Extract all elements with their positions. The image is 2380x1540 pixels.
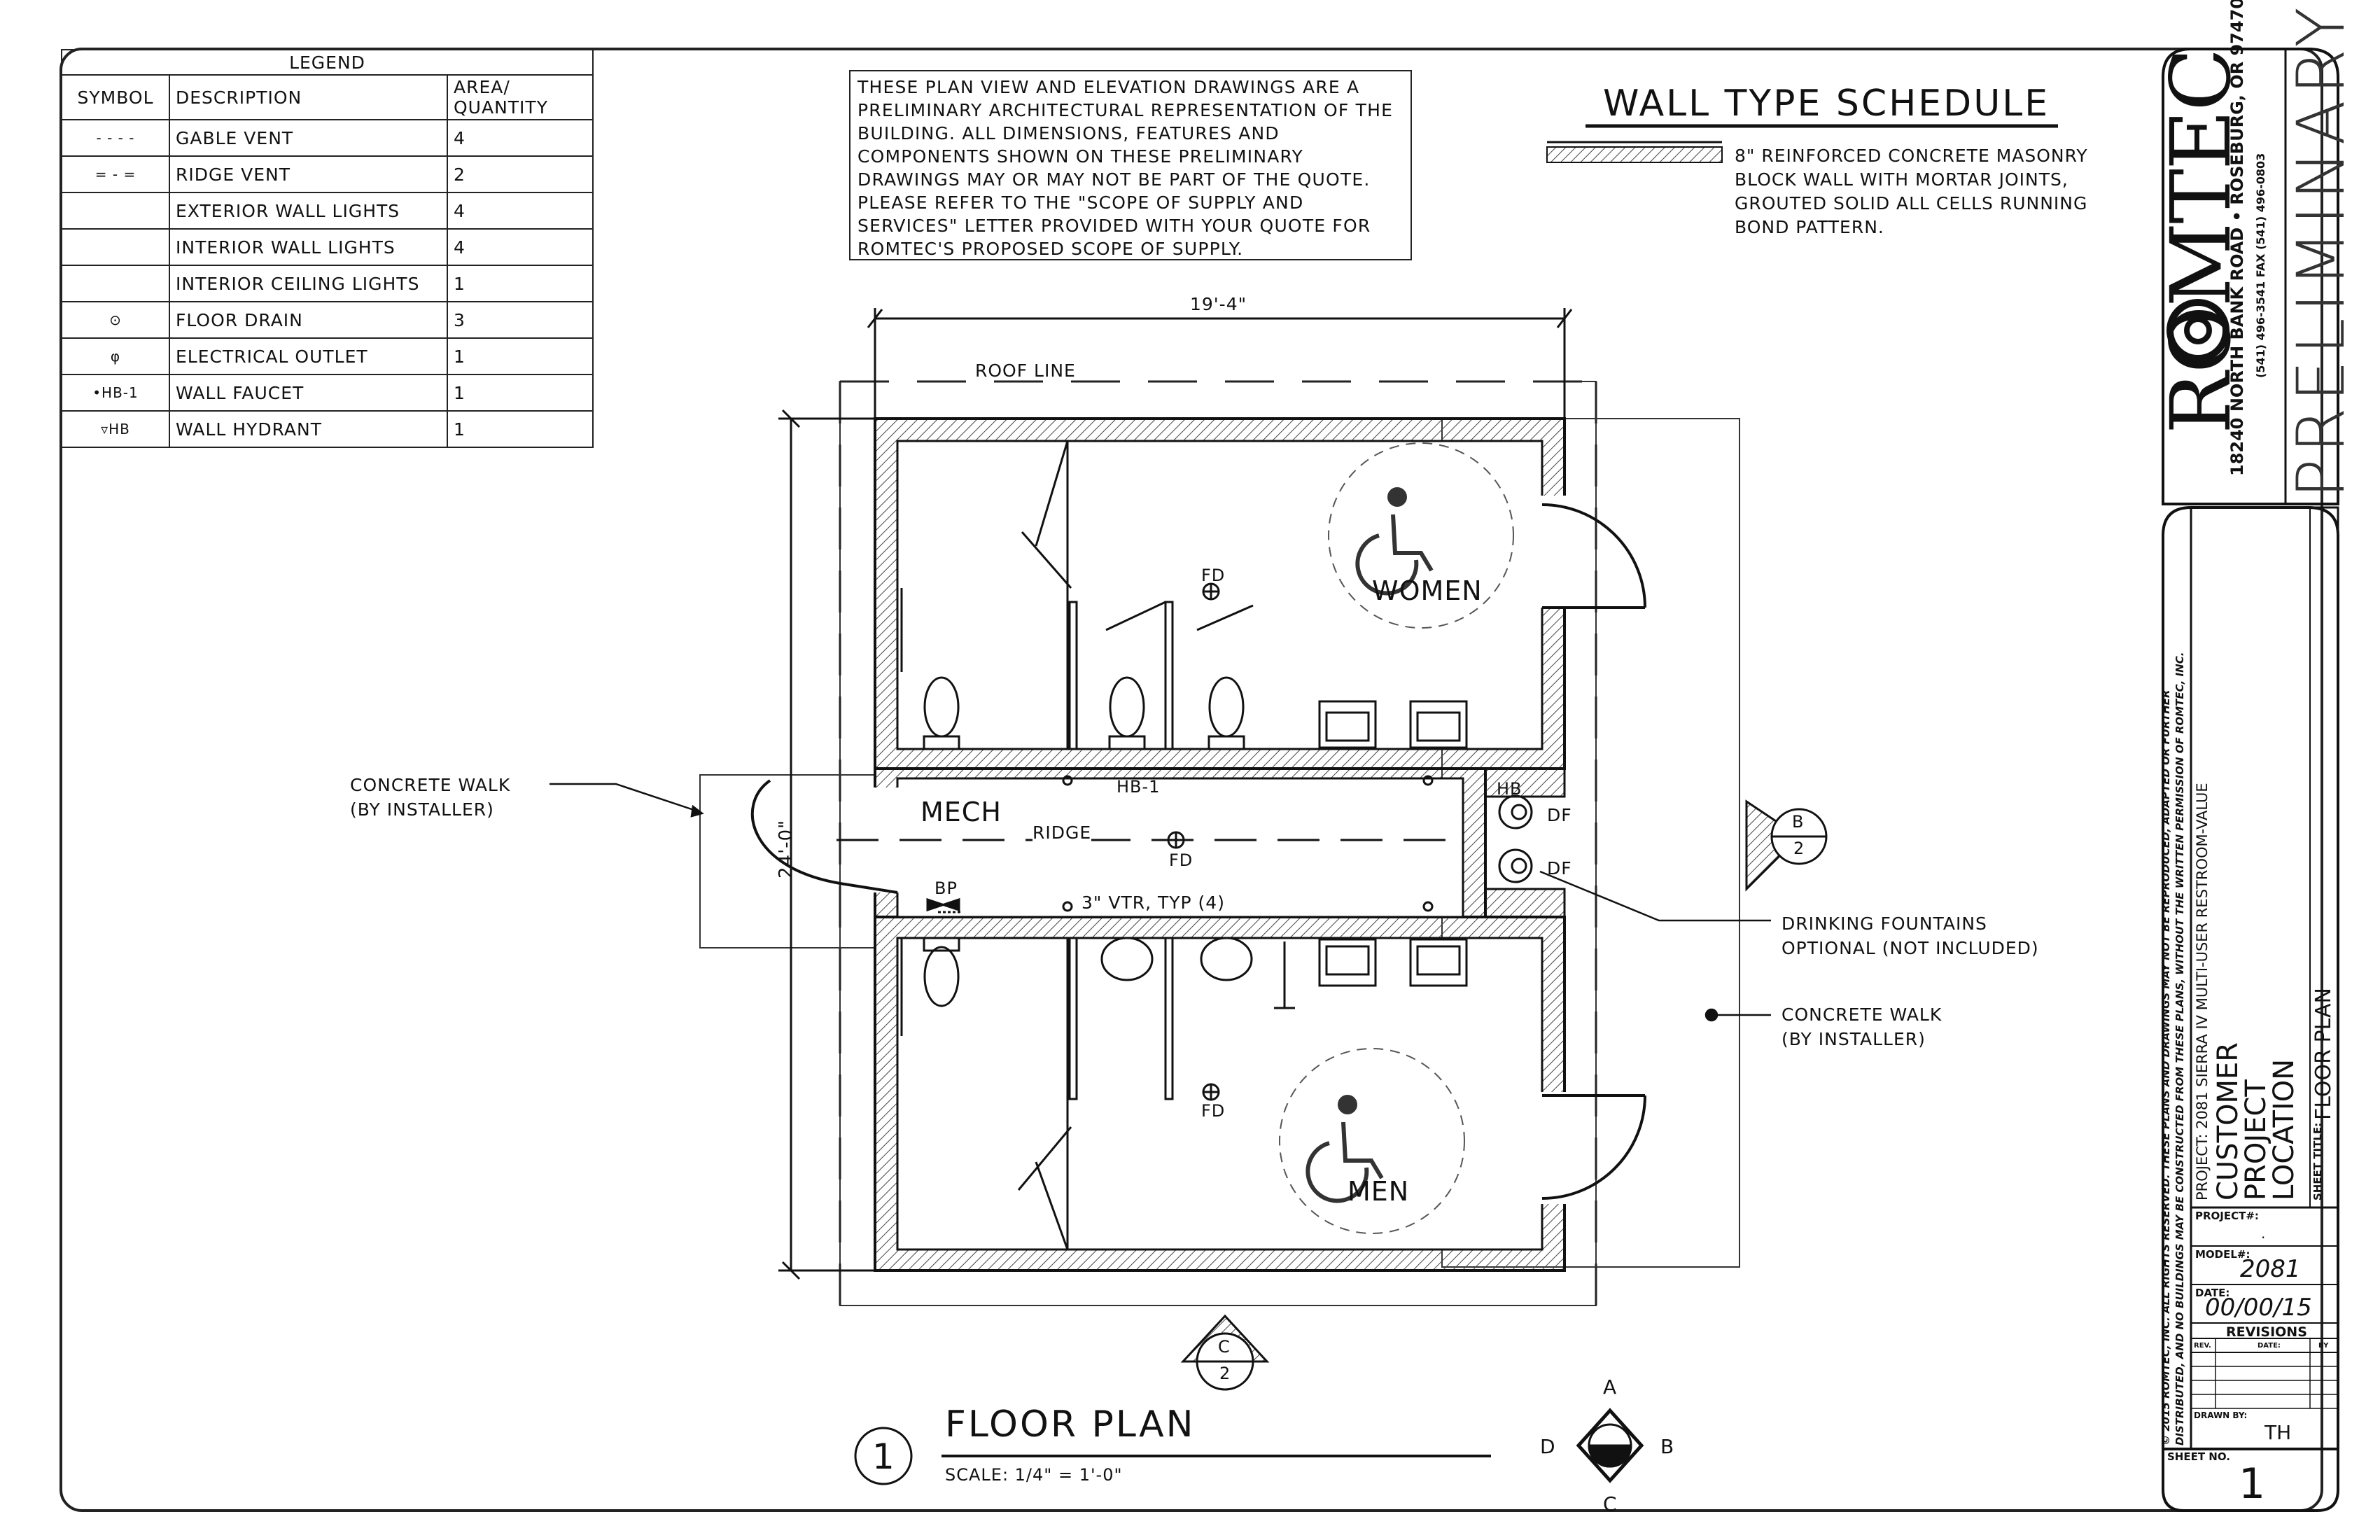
- sheet-title-label: SHEET TITLE:: [2311, 1122, 2324, 1200]
- section-marker-c: [1180, 1314, 1270, 1391]
- wall-faucet-label: HB-1: [1116, 777, 1161, 797]
- women-label: WOMEN: [1372, 575, 1483, 606]
- dimension-width: 19'-4": [1190, 294, 1247, 314]
- leader-lines: [550, 783, 1771, 1022]
- title-block-frame: [2162, 48, 2339, 1512]
- drinking-fountains-note-2: OPTIONAL (NOT INCLUDED): [1782, 938, 2039, 958]
- legend-table: LEGEND SYMBOL DESCRIPTION AREA/ QUANTITY…: [61, 49, 594, 448]
- compass-c: C: [1603, 1492, 1617, 1516]
- legend-header-symbol: SYMBOL: [61, 74, 170, 120]
- sheet-title: FLOOR PLAN: [2311, 988, 2336, 1120]
- preliminary-note: THESE PLAN VIEW AND ELEVATION DRAWINGS A…: [849, 70, 1412, 260]
- drinking-fountain-label-2: DF: [1547, 858, 1572, 878]
- mech-details: [836, 775, 1533, 913]
- wall-schedule-line-3: GROUTED SOLID ALL CELLS RUNNING: [1735, 193, 2088, 214]
- project-number-label: PROJECT#:: [2195, 1210, 2259, 1222]
- drawing-title: FLOOR PLAN: [945, 1404, 1196, 1446]
- hydrant-label: HB: [1497, 779, 1522, 799]
- drawing-scale: SCALE: 1/4" = 1'-0": [945, 1465, 1123, 1485]
- building-walls: [872, 417, 1568, 1272]
- revisions-header: REVISIONS: [2226, 1324, 2307, 1340]
- compass-d: D: [1540, 1435, 1555, 1458]
- revision-col-date: DATE:: [2258, 1342, 2281, 1350]
- section-marker-b: [1745, 799, 1828, 892]
- doors: [750, 503, 1646, 1200]
- floor-drain-label-men: FD: [1201, 1101, 1226, 1121]
- concrete-walk-left-label-2: (BY INSTALLER): [350, 799, 494, 820]
- revision-col-rev: REV.: [2194, 1342, 2211, 1350]
- roof-line-label: ROOF LINE: [975, 360, 1076, 381]
- legend-header-quantity: AREA/ QUANTITY: [447, 74, 594, 120]
- compass-icon: [1576, 1408, 1644, 1483]
- accessibility-circles: [1279, 442, 1514, 1234]
- wall-schedule-title: WALL TYPE SCHEDULE: [1603, 83, 2050, 125]
- preliminary-stamp: PRELIMINARY: [2283, 1, 2360, 498]
- legend-title: LEGEND: [61, 49, 594, 76]
- revision-col-by: BY: [2318, 1342, 2329, 1350]
- concrete-walk-right-label-2: (BY INSTALLER): [1782, 1029, 1926, 1049]
- copyright-line-2: DISTRIBUTED, AND NO BUILDINGS MAY BE CON…: [2174, 652, 2186, 1446]
- section-b-sheet: 2: [1793, 839, 1805, 858]
- ridge-label: RIDGE: [1032, 822, 1092, 843]
- sheet-border: [59, 48, 2323, 1512]
- drawn-by-label: DRAWN BY:: [2194, 1410, 2248, 1420]
- project-line: PROJECT: 2081 SIERRA IV MULTI-USER RESTR…: [2194, 783, 2211, 1200]
- location-label: LOCATION: [2268, 1058, 2300, 1200]
- vtr-label: 3" VTR, TYP (4): [1082, 892, 1225, 913]
- section-b-letter: B: [1792, 812, 1805, 832]
- wall-schedule-line-1: 8" REINFORCED CONCRETE MASONRY: [1735, 146, 2088, 166]
- sheet-number-label: SHEET NO.: [2167, 1450, 2230, 1463]
- legend-header-description: DESCRIPTION: [169, 74, 448, 120]
- backflow-label: BP: [934, 878, 958, 898]
- company-address: 18240 NORTH BANK ROAD • ROSEBURG, OR 974…: [2227, 0, 2247, 476]
- mech-label: MECH: [920, 797, 1002, 827]
- sheet-number: 1: [2239, 1460, 2266, 1508]
- drawing-number: 1: [872, 1436, 895, 1477]
- model-number: 2081: [2240, 1255, 2301, 1283]
- women-fixtures: [900, 440, 1468, 750]
- dimension-height: 24'-0": [776, 819, 797, 878]
- compass-b: B: [1660, 1435, 1674, 1458]
- wheelchair-icon: [1306, 487, 1434, 1203]
- date-value: 00/00/15: [2205, 1294, 2312, 1322]
- section-c-letter: C: [1218, 1337, 1231, 1357]
- floor-drain-label-mech: FD: [1169, 850, 1194, 870]
- floor-drain-label-women: FD: [1201, 566, 1226, 585]
- wall-schedule-graphic: [1546, 124, 2058, 163]
- concrete-walk-right-label-1: CONCRETE WALK: [1782, 1004, 1942, 1025]
- date-label: DATE:: [2195, 1287, 2230, 1299]
- drawing-title-graphic: [854, 1427, 1491, 1485]
- compass-a: A: [1603, 1376, 1617, 1399]
- men-label: MEN: [1348, 1176, 1410, 1207]
- men-fixtures: [900, 937, 1468, 1250]
- wall-schedule-line-2: BLOCK WALL WITH MORTAR JOINTS,: [1735, 169, 2068, 190]
- drinking-fountains-note-1: DRINKING FOUNTAINS: [1782, 913, 1987, 934]
- dimension-lines: [778, 308, 1573, 1280]
- company-phone: (541) 496-3541 FAX (541) 496-0803: [2254, 153, 2267, 378]
- wall-schedule-line-4: BOND PATTERN.: [1735, 217, 1884, 237]
- model-label: MODEL#:: [2195, 1248, 2250, 1261]
- copyright-line-1: © 2015 ROMTEC, INC. ALL RIGHTS RESERVED.…: [2160, 690, 2172, 1446]
- drinking-fountain-label-1: DF: [1547, 805, 1572, 825]
- project-number: .: [2261, 1225, 2266, 1242]
- drawn-by: TH: [2264, 1421, 2292, 1444]
- concrete-walk-left-label-1: CONCRETE WALK: [350, 775, 511, 795]
- section-c-sheet: 2: [1219, 1364, 1231, 1383]
